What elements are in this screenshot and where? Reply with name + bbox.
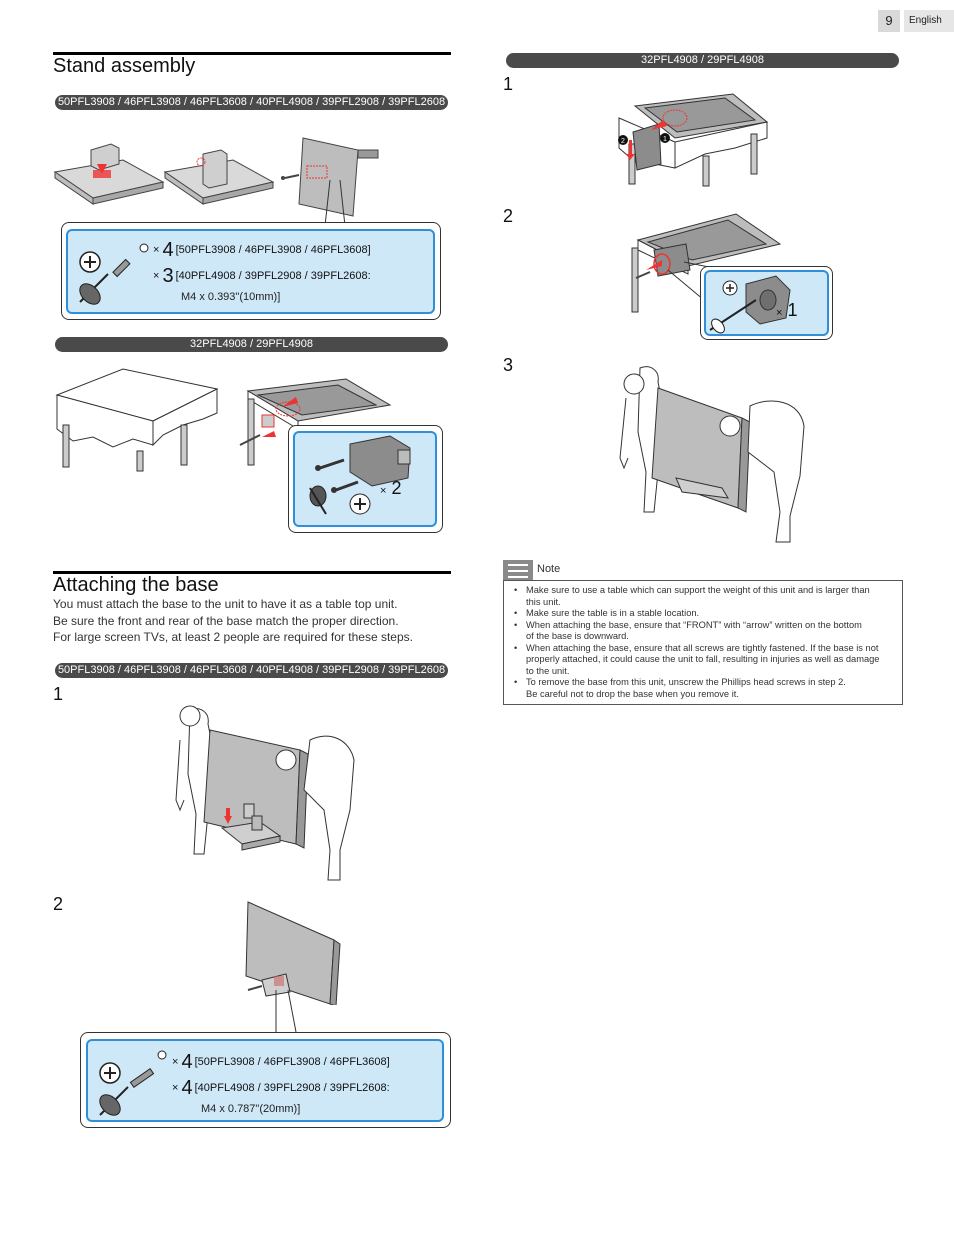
stand-parts-figure	[53, 137, 379, 217]
note-item-cont: this unit.	[526, 596, 561, 607]
right-step-2-label: 2	[503, 206, 514, 226]
right-step-1-figure: 2 1	[618, 93, 769, 187]
note-item-cont: Be careful not to drop the base when you…	[526, 688, 739, 699]
note-item-cont: properly attached, it could cause the un…	[526, 654, 880, 664]
right-step-3-label: 3	[503, 355, 514, 375]
attaching-base-title: Attaching the base	[53, 574, 219, 596]
right-step-2-figure	[631, 213, 782, 313]
note-item: When attaching the base, ensure that “FR…	[514, 620, 892, 632]
screw-count-right: × 1	[776, 300, 798, 320]
note-item: Make sure to use a table which can suppo…	[514, 585, 892, 597]
screw-line-a2: × 3[40PFL4908 / 39PFL2908 / 39PFL2608:	[153, 265, 371, 287]
screw-line-a1: × 4[50PFL3908 / 46PFL3908 / 46PFL3608]	[153, 239, 371, 261]
screw-line-c2: × 4[40PFL4908 / 39PFL2908 / 39PFL2608:	[172, 1077, 390, 1099]
people-lifting-figure	[175, 705, 355, 881]
screw-callout-c-inner	[86, 1039, 444, 1122]
table-figure	[55, 368, 219, 472]
tv-screw-figure	[245, 901, 341, 1005]
screwdriver-icon	[99, 1050, 167, 1116]
step-2-label: 2	[53, 894, 64, 914]
note-label: Note	[537, 563, 561, 575]
screw-callout-right-figure	[709, 275, 791, 334]
screw-line-c2-sub: M4 x 0.787"(20mm)]	[201, 1103, 301, 1115]
screw-count-b: × 2	[380, 478, 402, 498]
models-pill-c: 50PFL3908 / 46PFL3908 / 46PFL3608 / 40PF…	[55, 663, 448, 678]
models-pill-right: 32PFL4908 / 29PFL4908	[506, 53, 899, 68]
stand-assembly-rule	[53, 52, 451, 55]
note-item: To remove the base from this unit, unscr…	[514, 677, 892, 689]
right-step-3-figure	[619, 366, 805, 543]
leader-lines-c	[275, 990, 297, 1033]
step-1-label: 1	[53, 684, 64, 704]
right-step-1-label: 1	[503, 74, 514, 94]
language-label: English	[904, 10, 954, 32]
models-pill-a: 50PFL3908 / 46PFL3908 / 46PFL3608 / 40PF…	[55, 95, 448, 110]
stand-assembly-title: Stand assembly	[53, 55, 196, 77]
note-box: Make sure to use a table which can suppo…	[503, 580, 903, 705]
tv-on-table-figure	[239, 378, 392, 466]
note-item: Make sure the table is in a stable locat…	[514, 608, 892, 620]
attaching-base-rule	[53, 571, 451, 574]
page-number: 9	[878, 10, 900, 32]
note-item-cont: to the unit.	[526, 665, 570, 676]
note-item: When attaching the base, ensure that all…	[514, 643, 892, 655]
marker-1: 1	[663, 136, 667, 143]
leader-lines-a	[324, 180, 346, 227]
marker-2: 2	[621, 138, 625, 145]
screw-line-a2-sub: M4 x 0.393"(10mm)]	[181, 291, 281, 303]
screw-callout-b-figure	[309, 435, 411, 515]
note-icon	[503, 560, 533, 580]
screwdriver-icon	[79, 243, 149, 305]
screw-callout-a-inner	[66, 229, 435, 314]
screw-line-c1: × 4[50PFL3908 / 46PFL3908 / 46PFL3608]	[172, 1051, 390, 1073]
note-item-cont: of the base is downward.	[526, 631, 629, 641]
models-pill-b: 32PFL4908 / 29PFL4908	[55, 337, 448, 352]
attaching-base-intro: You must attach the base to the unit to …	[53, 597, 413, 644]
